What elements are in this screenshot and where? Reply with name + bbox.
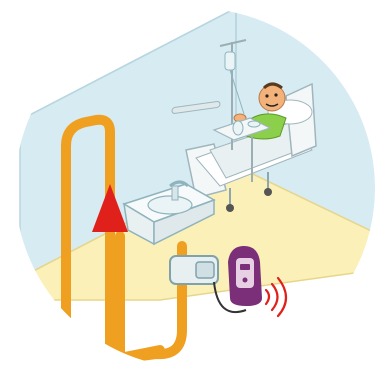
wireless-monitor-device xyxy=(228,246,262,306)
pipe-clamp-sensor xyxy=(170,256,218,284)
